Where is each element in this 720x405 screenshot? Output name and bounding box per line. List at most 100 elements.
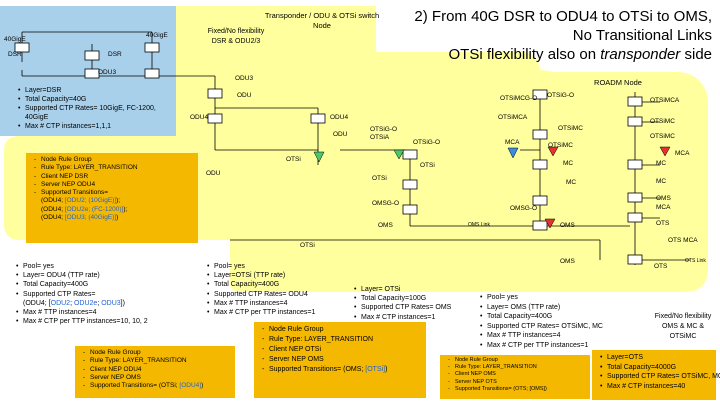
layer-item: Layer= OTSi [354, 285, 470, 294]
label-otsimca-right: OTSiMCA [650, 97, 680, 104]
dsr-list-item: Total Capacity=40G [18, 95, 174, 104]
label-otsimc-b: OTSiMC [548, 142, 573, 149]
oms-pool-list: Pool= yes Layer= OMS (TTP rate) Total Ca… [478, 293, 648, 350]
label-dsr-left: DSR [8, 51, 22, 58]
layer-item: Layer=OTS [600, 353, 712, 363]
node-rule-group-dsr-odu4: Node Rule Group Rule Type: LAYER_TRANSIT… [26, 153, 198, 243]
rule-item: Supported Transitions= (OTS; [OMS]) [448, 386, 586, 393]
label-odu-b: ODU [333, 131, 348, 138]
fixed-flexibility-note-top: Fixed/No flexibility DSR & ODU2/3 [207, 28, 265, 45]
rule-item: Server NEP ODU4 [34, 181, 194, 190]
label-odu4-left: ODU4 [190, 114, 209, 121]
layer-item: Supported CTP Rates= OMS [354, 303, 470, 312]
pool-item: Total Capacity=400G [207, 280, 345, 289]
transition-line-2: (ODU4; [ODU2e; (FC-1200)]); [41, 205, 128, 213]
headline-line-1: 2) From 40G DSR to ODU4 to OTSi to OMS, [414, 8, 712, 25]
label-otsig-o-mid: OTSiG-O [413, 139, 441, 146]
label-oms-link: OMS Link [468, 222, 490, 228]
rule-item: Server NEP OMS [83, 374, 231, 383]
label-mca-r1: MCA [675, 150, 690, 157]
rule-item: Server NEP OTS [448, 379, 586, 386]
label-odu3-left: ODU3 [98, 69, 117, 76]
ots-layer-list: Layer=OTS Total Capacity=4000G Supported… [592, 350, 720, 400]
label-otsi-a: OTSi [286, 156, 301, 163]
layer-item: Max # CTP instances=1 [354, 313, 470, 322]
rule-item: Rule Type: LAYER_TRANSITION [448, 364, 586, 371]
label-oms-c: OMS [560, 258, 575, 265]
rule-item: Rule Type: LAYER_TRANSITION [262, 335, 422, 345]
transition-line-3: (ODU4; [ODU3; (40GigE)]) [41, 214, 119, 222]
pool-item: Supported CTP Rates= [16, 290, 204, 299]
rule-item: Supported Transitions= [34, 189, 194, 198]
label-ots-a: OTS [656, 220, 670, 227]
label-mca-left: MCA [505, 139, 520, 146]
pool-item: Max # TTP instances=4 [480, 331, 648, 341]
node-rule-group-otsi-oms: Node Rule Group Rule Type: LAYER_TRANSIT… [254, 322, 426, 398]
label-40gige-left: 40GigE [4, 36, 26, 43]
pool-item: Pool= yes [16, 262, 204, 271]
roadm-node-region [455, 72, 708, 292]
label-otsimcg-o: OTSiMCG-O [500, 95, 538, 102]
otsimc-cep-triangle [547, 146, 559, 157]
odu-pool-list: Pool= yes Layer= ODU4 (TTP rate) Total C… [14, 262, 204, 327]
oms-cep-triangle [544, 218, 556, 229]
rule-item: Node Rule Group [262, 325, 422, 335]
otsi-layer-list: Layer= OTSi Total Capacity=100G Supporte… [352, 285, 470, 322]
headline-line-2: No Transitional Links [572, 27, 712, 44]
label-mca-r2: MCA [656, 204, 671, 211]
rule-item: Node Rule Group [448, 357, 586, 364]
label-odu-a: ODU [237, 92, 252, 99]
transponder-node-label: Transponder / ODU & OTSi switch Node [264, 11, 380, 30]
label-otsimc-a: OTSiMC [558, 125, 583, 132]
pool-item: Layer=OTSi (TTP rate) [207, 271, 345, 280]
pool-item: Max # CTP per TTP instances=10, 10, 2 [16, 317, 204, 326]
label-ots-b: OTS [654, 263, 668, 270]
slide-headline: 2) From 40G DSR to ODU4 to OTSi to OMS, … [382, 7, 712, 64]
label-otsi-c: OTSi [372, 175, 387, 182]
rule-item: Rule Type: LAYER_TRANSITION [34, 164, 194, 173]
rule-item: Client NEP DSR [34, 173, 194, 182]
mca-cep-triangle [507, 147, 519, 159]
label-odu3-right: ODU3 [235, 75, 254, 82]
label-otsimc-c: OTSiMC [650, 118, 675, 125]
layer-item: Supported CTP Rates= OTSiMC, MC [600, 372, 720, 382]
label-otsig-otsia: OTSiG-O OTSiA [370, 126, 398, 141]
pool-item: Layer= ODU4 (TTP rate) [16, 271, 204, 280]
rule-item: Client NEP ODU4 [83, 366, 231, 375]
node-rule-group-odu4-oms: Node Rule Group Rule Type: LAYER_TRANSIT… [75, 346, 235, 398]
label-mc-b: MC [566, 179, 577, 186]
layer-item: Total Capacity=100G [354, 294, 470, 303]
pool-item: Pool= yes [480, 293, 648, 303]
rule-item: Node Rule Group [83, 349, 231, 358]
dsr-list-item: Layer=DSR [18, 86, 174, 95]
label-otsi-bottom: OTSi [300, 242, 315, 249]
roadm-node-label: ROADM Node [594, 78, 642, 87]
label-oms-a: OMS [378, 222, 393, 229]
node-rule-group-oms-ots: Node Rule Group Rule Type: LAYER_TRANSIT… [440, 355, 590, 399]
ots-mca-triangle [659, 146, 671, 157]
pool-item: Total Capacity=400G [480, 312, 648, 322]
label-ots-mca: OTS MCA [668, 237, 698, 244]
label-odu-c: ODU [206, 170, 221, 177]
label-ots-link: OTS Link [685, 258, 706, 264]
pool-item: Max # TTP instances=4 [207, 299, 345, 308]
label-omsg-o-right: OMSG-O [510, 205, 538, 212]
label-otsig-o-top: OTSiG-O [547, 92, 575, 99]
pool-item: Supported CTP Rates= ODU4 [207, 290, 345, 299]
rule-item: Server NEP OMS [262, 355, 422, 365]
dsr-list-item: Supported CTP Rates= 10GigE, FC-1200, 40… [18, 104, 174, 122]
pool-item: Max # TTP instances=4 [16, 308, 204, 317]
label-mc-d: MC [656, 178, 667, 185]
otsi-pool-list: Pool= yes Layer=OTSi (TTP rate) Total Ca… [205, 262, 345, 317]
label-otsimca-left: OTSiMCA [498, 114, 528, 121]
pool-item: Supported CTP Rates= OTSiMC, MC [480, 322, 648, 332]
label-dsr-mid: DSR [108, 51, 122, 58]
rule-item: Supported Transitions= (OMS; [OTSi]) [262, 365, 422, 375]
label-mc-c: MC [656, 160, 667, 167]
rule-item: Node Rule Group [34, 156, 194, 165]
pool-item: Total Capacity=400G [16, 280, 204, 289]
label-oms-b: OMS [560, 222, 575, 229]
label-otsi-b: OTSi [420, 162, 435, 169]
dsr-layer-list: Layer=DSR Total Capacity=40G Supported C… [16, 86, 174, 131]
label-odu4-right: ODU4 [330, 114, 349, 121]
